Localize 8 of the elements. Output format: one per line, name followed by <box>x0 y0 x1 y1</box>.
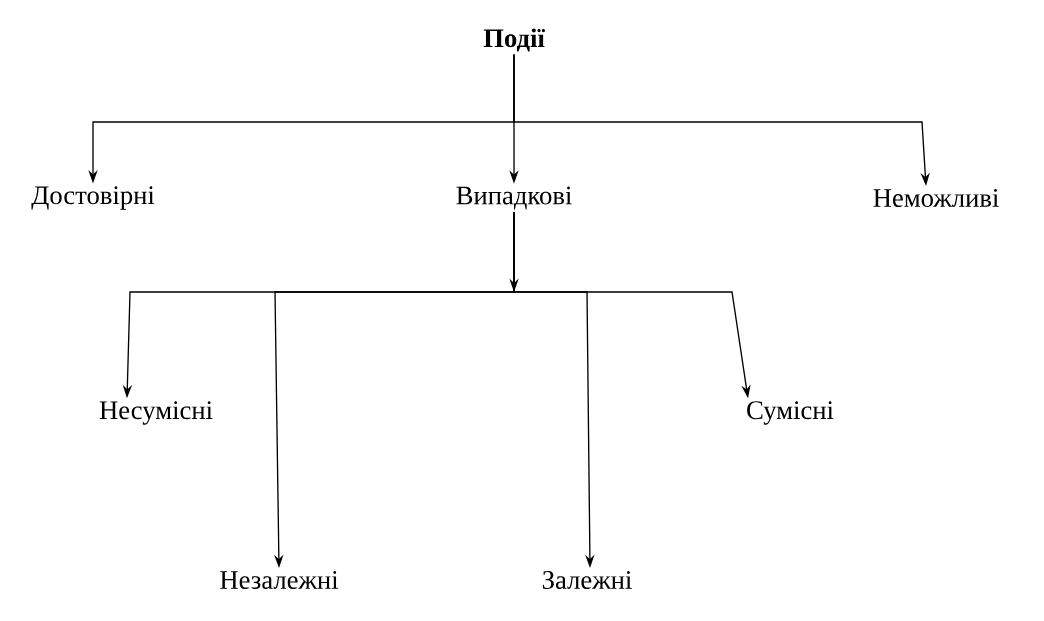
node-label: Незалежні <box>220 571 339 589</box>
node-label: Сумісні <box>747 401 834 425</box>
node-label: Достовірні <box>31 186 155 210</box>
node-label: Неможливі <box>873 189 999 207</box>
node-label: Залежні <box>542 571 632 589</box>
node-label: Несумісні <box>99 401 213 425</box>
node-label: Випадкові <box>456 186 572 210</box>
heading: Події <box>483 28 545 52</box>
